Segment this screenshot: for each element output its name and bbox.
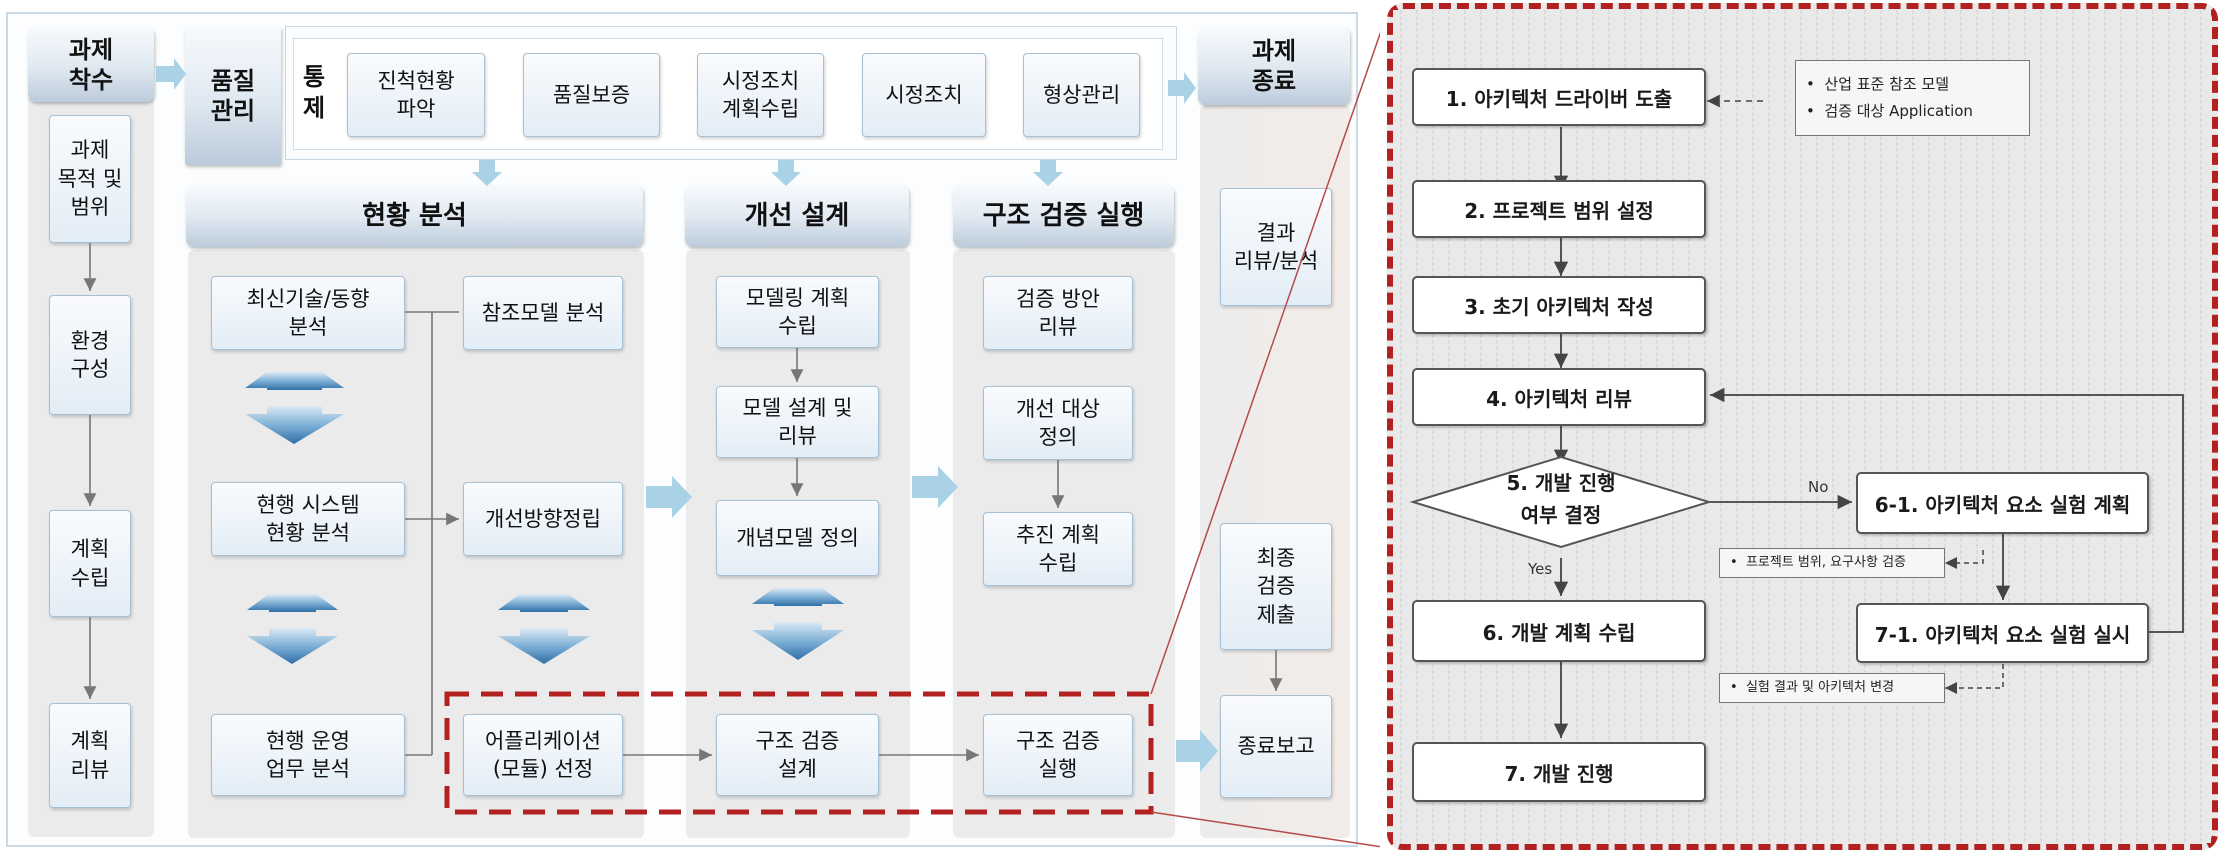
analysis-operation: 현행 운영 업무 분석 [211,714,405,796]
end-result-review: 결과 리뷰/분석 [1220,188,1332,306]
section-design-header: 개선 설계 [685,185,909,247]
left-connectors [83,31,1380,848]
down-arrow-design [771,160,801,186]
design-plan: 모델링 계획 수립 [716,276,879,348]
driver-note-1: • 산업 표준 참조 모델 [1806,75,1950,93]
flow-step-1: 1. 아키텍처 드라이버 도출 [1412,68,1706,126]
driver-note-2: • 검증 대상 Application [1806,102,1973,120]
verify-plan: 추진 계획 수립 [983,512,1133,586]
end-report: 종료보고 [1220,695,1332,798]
chevron-arrow-start [156,58,186,90]
verify-execute: 구조 검증 실행 [983,714,1133,796]
flow-step-4: 4. 아키텍처 리뷰 [1412,368,1706,426]
flow-step-6-1: 6-1. 아키텍처 요소 실험 계획 [1856,472,2149,534]
down-arrow-analysis [472,160,502,186]
analysis-direction: 개선방향정립 [463,482,623,556]
verify-review: 검증 방안 리뷰 [983,276,1133,350]
zoom-line-bottom [1150,811,1380,848]
start-item-plan-review: 계획 리뷰 [49,703,131,808]
control-label: 통 제 [303,63,326,123]
no-label: No [1808,478,1829,496]
design-model: 모델 설계 및 리뷰 [716,386,879,458]
control-item-qa: 품질보증 [523,53,660,137]
result-note-text: • 실험 결과 및 아키텍처 변경 [1730,680,1895,696]
chevron-arrow-design-verify [912,466,958,508]
yes-label: Yes [1528,560,1553,578]
design-concept: 개념모델 정의 [716,500,879,576]
flow-step-5-decision-label: 5. 개발 진행 여부 결정 [1506,471,1616,527]
flow-step-6: 6. 개발 계획 수립 [1412,600,1706,662]
zoom-line-top [1150,31,1380,695]
flow-step-2: 2. 프로젝트 범위 설정 [1412,180,1706,238]
phase-quality-header: 품질 관리 [185,27,281,165]
flow-step-3: 3. 초기 아키텍처 작성 [1412,276,1706,334]
down-arrow-verify [1033,160,1063,186]
start-item-environment: 환경 구성 [49,295,131,415]
control-item-progress: 진척현황 파악 [347,53,485,137]
highlight-box [444,691,1154,815]
analysis-trend: 최신기술/동향 분석 [211,276,405,350]
scope-note: • 프로젝트 범위, 요구사항 검증 [1719,548,1945,578]
chevron-arrow-analysis-design [646,476,692,518]
result-note: • 실험 결과 및 아키텍처 변경 [1719,673,1945,703]
start-item-purpose: 과제 목적 및 범위 [49,115,131,243]
flowchart-connectors [1393,10,2211,843]
thick-arrow-4 [752,588,844,660]
section-verify-header: 구조 검증 실행 [953,185,1174,247]
driver-notes: • 산업 표준 참조 모델 • 검증 대상 Application [1795,60,2030,136]
section-analysis-header: 현황 분석 [186,185,643,247]
thick-arrow-1 [245,372,344,444]
verify-target: 개선 대상 정의 [983,386,1133,460]
thick-arrow-3 [498,594,590,664]
design-struct: 구조 검증 설계 [716,714,879,796]
flow-step-7-1: 7-1. 아키텍처 요소 실험 실시 [1856,603,2149,663]
control-item-corrective-plan: 시정조치 계획수립 [697,53,824,137]
thick-arrow-2 [247,594,338,664]
analysis-ref-model: 참조모델 분석 [463,276,623,350]
scope-note-text: • 프로젝트 범위, 요구사항 검증 [1730,555,1906,571]
analysis-current-system: 현행 시스템 현황 분석 [211,482,405,556]
phase-start-header: 과제 착수 [28,27,154,102]
control-item-corrective: 시정조치 [862,53,986,137]
flow-step-7: 7. 개발 진행 [1412,742,1706,802]
analysis-app-select: 어플리케이션 (모듈) 선정 [463,714,623,796]
start-item-planning: 계획 수립 [49,510,131,617]
control-item-config: 형상관리 [1023,53,1140,137]
decision-diamond [1409,455,1713,549]
chevron-arrow-end [1168,72,1196,104]
phase-end-header: 과제 종료 [1198,27,1350,105]
chevron-arrow-verify-end [1176,730,1218,772]
end-final-submit: 최종 검증 제출 [1220,523,1332,650]
